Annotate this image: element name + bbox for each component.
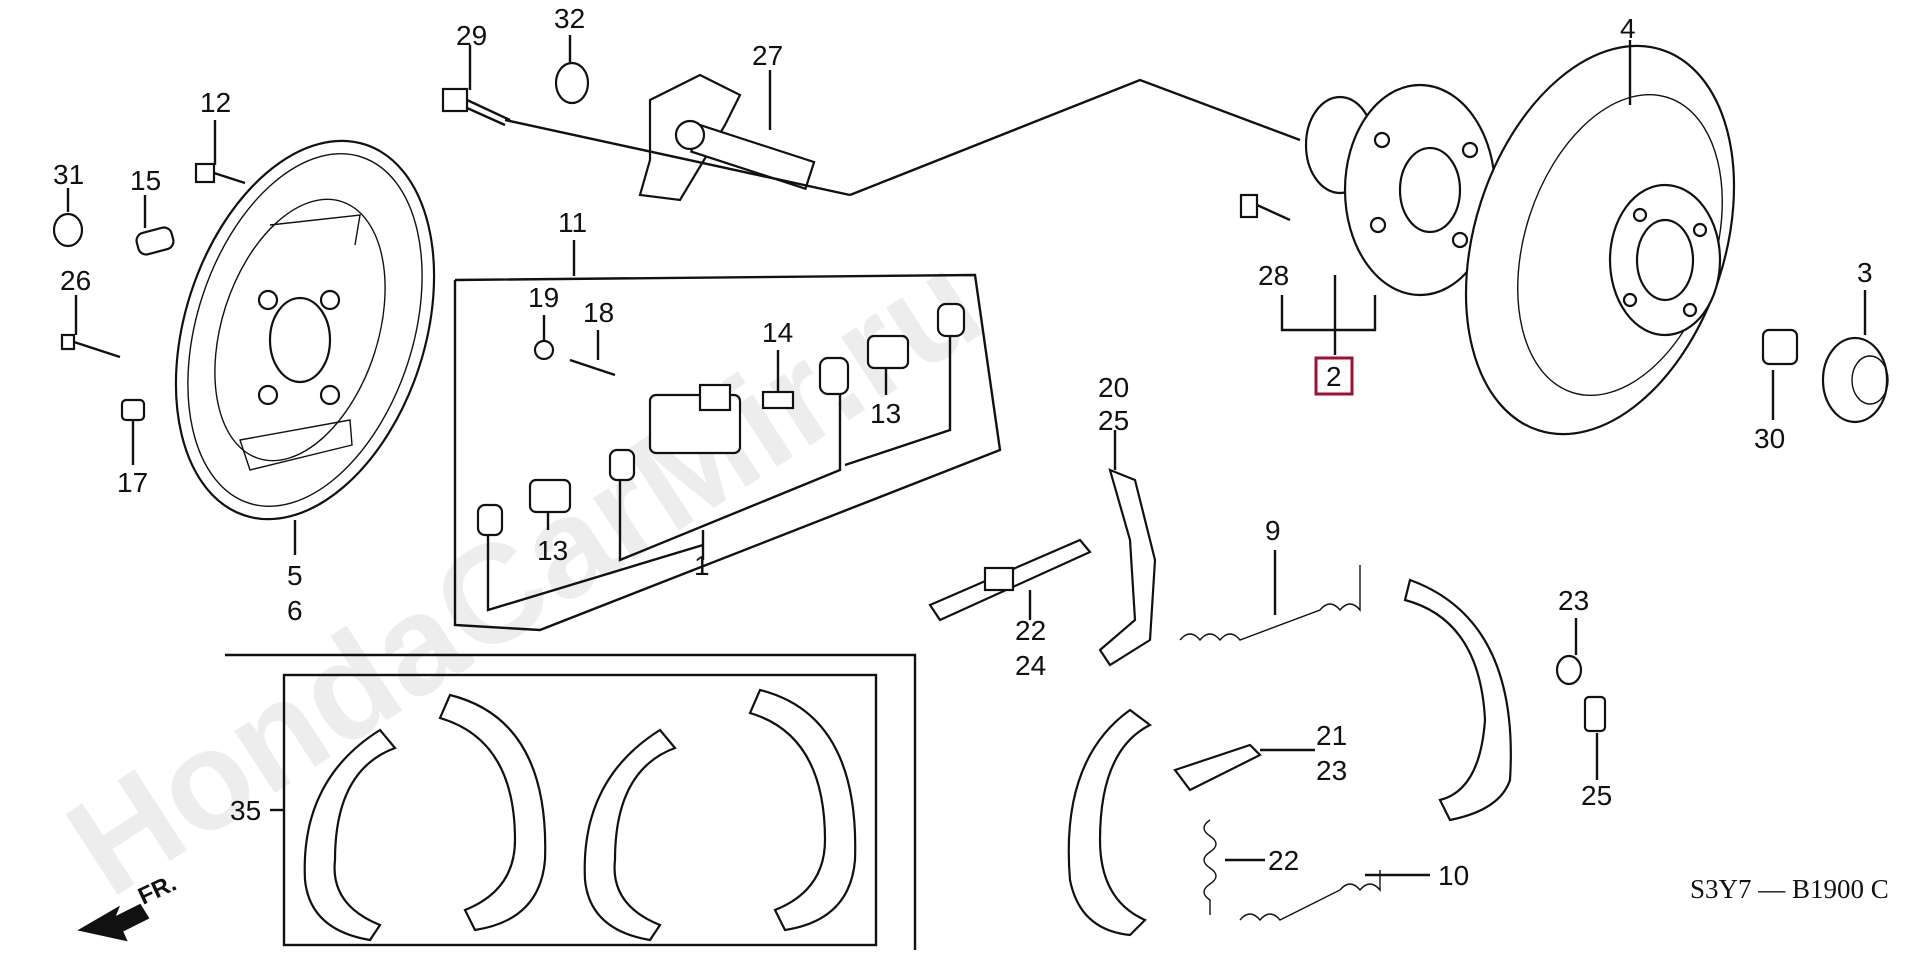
bolt-31 bbox=[441, 87, 511, 127]
piston-13a bbox=[866, 334, 910, 370]
callout-28: 26 bbox=[60, 265, 91, 296]
callout-2-highlighted: 2 bbox=[1326, 361, 1342, 392]
callout-11: 11 bbox=[558, 207, 587, 238]
callout-27: 25 bbox=[1581, 780, 1612, 811]
callout-25: 23 bbox=[1316, 755, 1347, 786]
callout-1: 1 bbox=[694, 550, 710, 581]
adjuster-21 bbox=[928, 538, 1092, 622]
callout-20: 21 bbox=[1316, 720, 1347, 751]
pin-27 bbox=[1583, 695, 1607, 733]
bolt-28 bbox=[60, 333, 121, 359]
callout-5: 5 bbox=[287, 560, 303, 591]
callout-35: 35 bbox=[230, 795, 261, 826]
callout-13a: 13 bbox=[870, 398, 901, 429]
callout-21: 22 bbox=[1015, 615, 1046, 646]
callout-29: 27 bbox=[752, 40, 783, 71]
plug-15 bbox=[135, 226, 175, 256]
piston-13b bbox=[528, 478, 572, 514]
nut-18 bbox=[533, 339, 555, 361]
callout-14: 14 bbox=[762, 317, 793, 348]
callout-18: 19 bbox=[528, 282, 559, 313]
spring-10 bbox=[1239, 870, 1381, 922]
spring-9 bbox=[1179, 565, 1361, 642]
nut-16 bbox=[120, 398, 146, 422]
callout-15: 15 bbox=[130, 165, 161, 196]
callout-box-11 bbox=[453, 273, 1002, 632]
boot-left bbox=[476, 503, 504, 537]
callout-9: 9 bbox=[1265, 515, 1281, 546]
callout-16: 17 bbox=[117, 467, 148, 498]
clip-34 bbox=[554, 61, 590, 105]
boot-top bbox=[936, 302, 966, 338]
washer-33 bbox=[52, 212, 84, 248]
spindle-29 bbox=[638, 73, 816, 202]
brake-shoe-middle bbox=[1067, 708, 1153, 937]
front-arrow: FR. bbox=[77, 870, 181, 942]
spring-14 bbox=[761, 390, 795, 410]
callout-31: 29 bbox=[456, 20, 487, 51]
callout-17: 18 bbox=[583, 297, 614, 328]
callout-box-35-outer bbox=[225, 653, 917, 950]
callout-13b: 13 bbox=[537, 535, 568, 566]
callout-26: 24 bbox=[1015, 650, 1046, 681]
diagram-code: S3Y7 — B1900 C bbox=[1690, 874, 1889, 904]
callout-30: 28 bbox=[1258, 260, 1289, 291]
backing-plate bbox=[174, 139, 436, 521]
nut-32 bbox=[1761, 328, 1799, 366]
callout-33: 31 bbox=[53, 159, 84, 190]
wheel-cylinder-1 bbox=[648, 383, 742, 455]
callout-34: 32 bbox=[554, 3, 585, 34]
clip-24 bbox=[1555, 654, 1583, 686]
stud-30 bbox=[1239, 193, 1291, 222]
bleeder-17 bbox=[569, 358, 616, 377]
brake-shoe-right bbox=[1403, 578, 1512, 822]
leader-lines bbox=[66, 35, 1867, 877]
callout-32: 30 bbox=[1754, 423, 1785, 454]
callout-6: 6 bbox=[287, 595, 303, 626]
callout-22: 22 bbox=[1268, 845, 1299, 876]
callout-12: 12 bbox=[200, 87, 231, 118]
spring-22 bbox=[1203, 819, 1217, 915]
callout-labels: 29 32 27 12 31 15 26 17 5 6 11 19 18 14 … bbox=[53, 3, 1873, 891]
callout-10: 10 bbox=[1438, 860, 1469, 891]
callout-23: 25 bbox=[1098, 405, 1129, 436]
callout-4: 4 bbox=[1620, 13, 1636, 44]
bolt-12 bbox=[194, 162, 246, 185]
boot-14a bbox=[818, 356, 850, 396]
brake-shoe-set-35 bbox=[303, 688, 857, 942]
lever-19 bbox=[1098, 468, 1157, 667]
boot-14b bbox=[608, 448, 636, 482]
callout-3: 3 bbox=[1857, 257, 1873, 288]
hub-bearing-2 bbox=[1304, 83, 1497, 297]
callout-19: 20 bbox=[1098, 372, 1129, 403]
callout-24: 23 bbox=[1558, 585, 1589, 616]
strut-20 bbox=[1173, 743, 1262, 792]
brake-drum-4 bbox=[1464, 44, 1736, 436]
cap-3 bbox=[1821, 336, 1889, 424]
highlight-box-2 bbox=[1314, 356, 1354, 396]
